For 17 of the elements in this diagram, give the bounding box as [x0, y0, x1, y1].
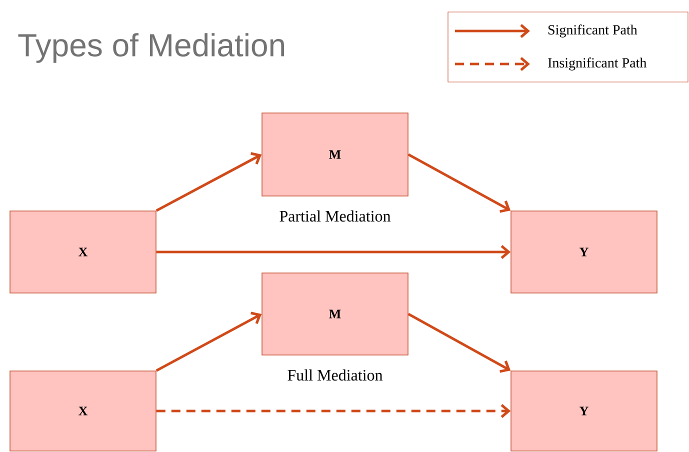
variable-box: M: [262, 112, 408, 196]
variable-box: Y: [510, 210, 658, 294]
title: Types of Mediation: [18, 33, 284, 63]
arrow: [408, 312, 511, 373]
variable-box: M: [262, 272, 408, 356]
variable-box: X: [10, 370, 156, 452]
variable-box: X: [10, 210, 156, 294]
variable-box: Y: [510, 370, 658, 452]
arrow: [156, 152, 262, 212]
arrow: [408, 153, 511, 213]
arrow: [156, 245, 511, 259]
node-label: Full Mediation: [286, 368, 384, 382]
legend-label: Insignificant Path: [548, 58, 646, 70]
arrow: [156, 404, 511, 418]
legend-label: Significant Path: [548, 24, 638, 38]
arrow: [156, 312, 262, 372]
node-label: Partial Mediation: [278, 209, 392, 223]
